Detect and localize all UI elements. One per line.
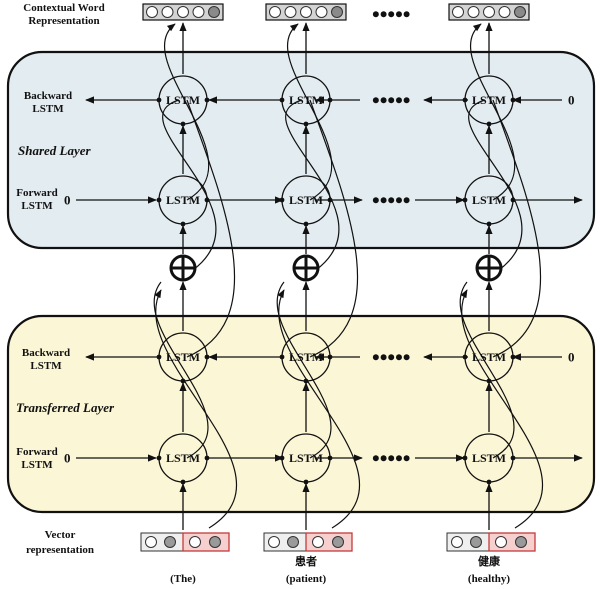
word-gloss-label: (The) — [170, 573, 196, 585]
transferred-forward-ellipsis: ••••• — [372, 446, 411, 471]
shared-forward-initial-zero: 0 — [64, 193, 71, 208]
word-native-label: 健康 — [478, 554, 501, 568]
shared-backward-ellipsis: ••••• — [372, 88, 411, 113]
transferred-backward-ellipsis: ••••• — [372, 345, 411, 370]
transferred-forward-lstm-cell: LSTM — [462, 433, 516, 485]
transferred-forward-lstm-cell: LSTM — [156, 433, 210, 485]
contextual-label-line1: Contextual Word — [23, 2, 104, 14]
lstm-cell-label: LSTM — [289, 451, 323, 465]
lstm-cell-label: LSTM — [289, 193, 323, 207]
shared-backward-initial-zero: 0 — [568, 93, 575, 108]
input-word-vector — [263, 532, 353, 552]
shared-forward-ellipsis: ••••• — [372, 188, 411, 213]
concatenation-icon — [169, 254, 197, 282]
transferred-forward-lstm-cell: LSTM — [279, 433, 333, 485]
word-gloss-label: (patient) — [286, 573, 327, 585]
shared-backward-lstm-cell: LSTM — [156, 75, 210, 127]
transferred-layer-name: Transferred Layer — [16, 400, 115, 415]
transferred-forward-label-line2: LSTM — [21, 459, 53, 471]
input-word-vector — [140, 532, 230, 552]
vertical-connections — [459, 22, 543, 530]
lstm-cell-label: LSTM — [472, 451, 506, 465]
shared-backward-label-line1: Backward — [24, 90, 72, 102]
vector-label-line2: representation — [26, 544, 94, 556]
lstm-cell-label: LSTM — [166, 93, 200, 107]
lstm-cell-label: LSTM — [166, 350, 200, 364]
recurrent-connections — [76, 96, 583, 462]
lstm-cell-label: LSTM — [166, 451, 200, 465]
transferred-backward-lstm-cell: LSTM — [156, 332, 210, 384]
contextual-word-vector — [448, 3, 530, 21]
shared-layer-name: Shared Layer — [18, 143, 92, 158]
word-native-label: 患者 — [295, 554, 317, 568]
lstm-cell-label: LSTM — [289, 93, 323, 107]
shared-forward-lstm-cell: LSTM — [462, 175, 516, 227]
transferred-backward-initial-zero: 0 — [568, 350, 575, 365]
shared-forward-lstm-cell: LSTM — [279, 175, 333, 227]
vertical-connections — [153, 22, 237, 530]
contextual-word-vector — [142, 3, 224, 21]
concatenation-icon — [292, 254, 320, 282]
output-ellipsis: ••••• — [372, 2, 411, 27]
shared-backward-label-line2: LSTM — [32, 103, 64, 115]
transferred-backward-lstm-cell: LSTM — [462, 332, 516, 384]
shared-forward-label-line1: Forward — [16, 187, 58, 199]
shared-backward-lstm-cell: LSTM — [279, 75, 333, 127]
lstm-cell-label: LSTM — [472, 350, 506, 364]
vertical-connections — [276, 22, 360, 530]
word-columns: LSTM LSTM LSTM LSTM (The) LSTM LSTM LSTM LSTM 患者 (… — [140, 3, 543, 585]
transferred-backward-lstm-cell: LSTM — [279, 332, 333, 384]
transferred-backward-label-line1: Backward — [22, 347, 70, 359]
word-column-2: LSTM LSTM LSTM LSTM 患者 (patient) — [263, 3, 360, 585]
transferred-forward-label-line1: Forward — [16, 446, 58, 458]
contextual-word-vector — [265, 3, 347, 21]
transferred-layer-panel — [6, 314, 596, 514]
shared-forward-lstm-cell: LSTM — [156, 175, 210, 227]
lstm-cell-label: LSTM — [166, 193, 200, 207]
lstm-cell-label: LSTM — [472, 193, 506, 207]
transferred-forward-initial-zero: 0 — [64, 451, 71, 466]
word-column-1: LSTM LSTM LSTM LSTM (The) — [140, 3, 237, 585]
lstm-cell-label: LSTM — [472, 93, 506, 107]
word-gloss-label: (healthy) — [468, 573, 511, 585]
transferred-backward-label-line2: LSTM — [30, 360, 62, 372]
input-word-vector — [446, 532, 536, 552]
word-column-3: LSTM LSTM LSTM LSTM 健康 (healthy) — [446, 3, 543, 585]
shared-forward-label-line2: LSTM — [21, 200, 53, 212]
lstm-cell-label: LSTM — [289, 350, 323, 364]
concatenation-icon — [475, 254, 503, 282]
shared-backward-lstm-cell: LSTM — [462, 75, 516, 127]
vector-label-line1: Vector — [45, 529, 76, 541]
contextual-label-line2: Representation — [28, 15, 99, 27]
